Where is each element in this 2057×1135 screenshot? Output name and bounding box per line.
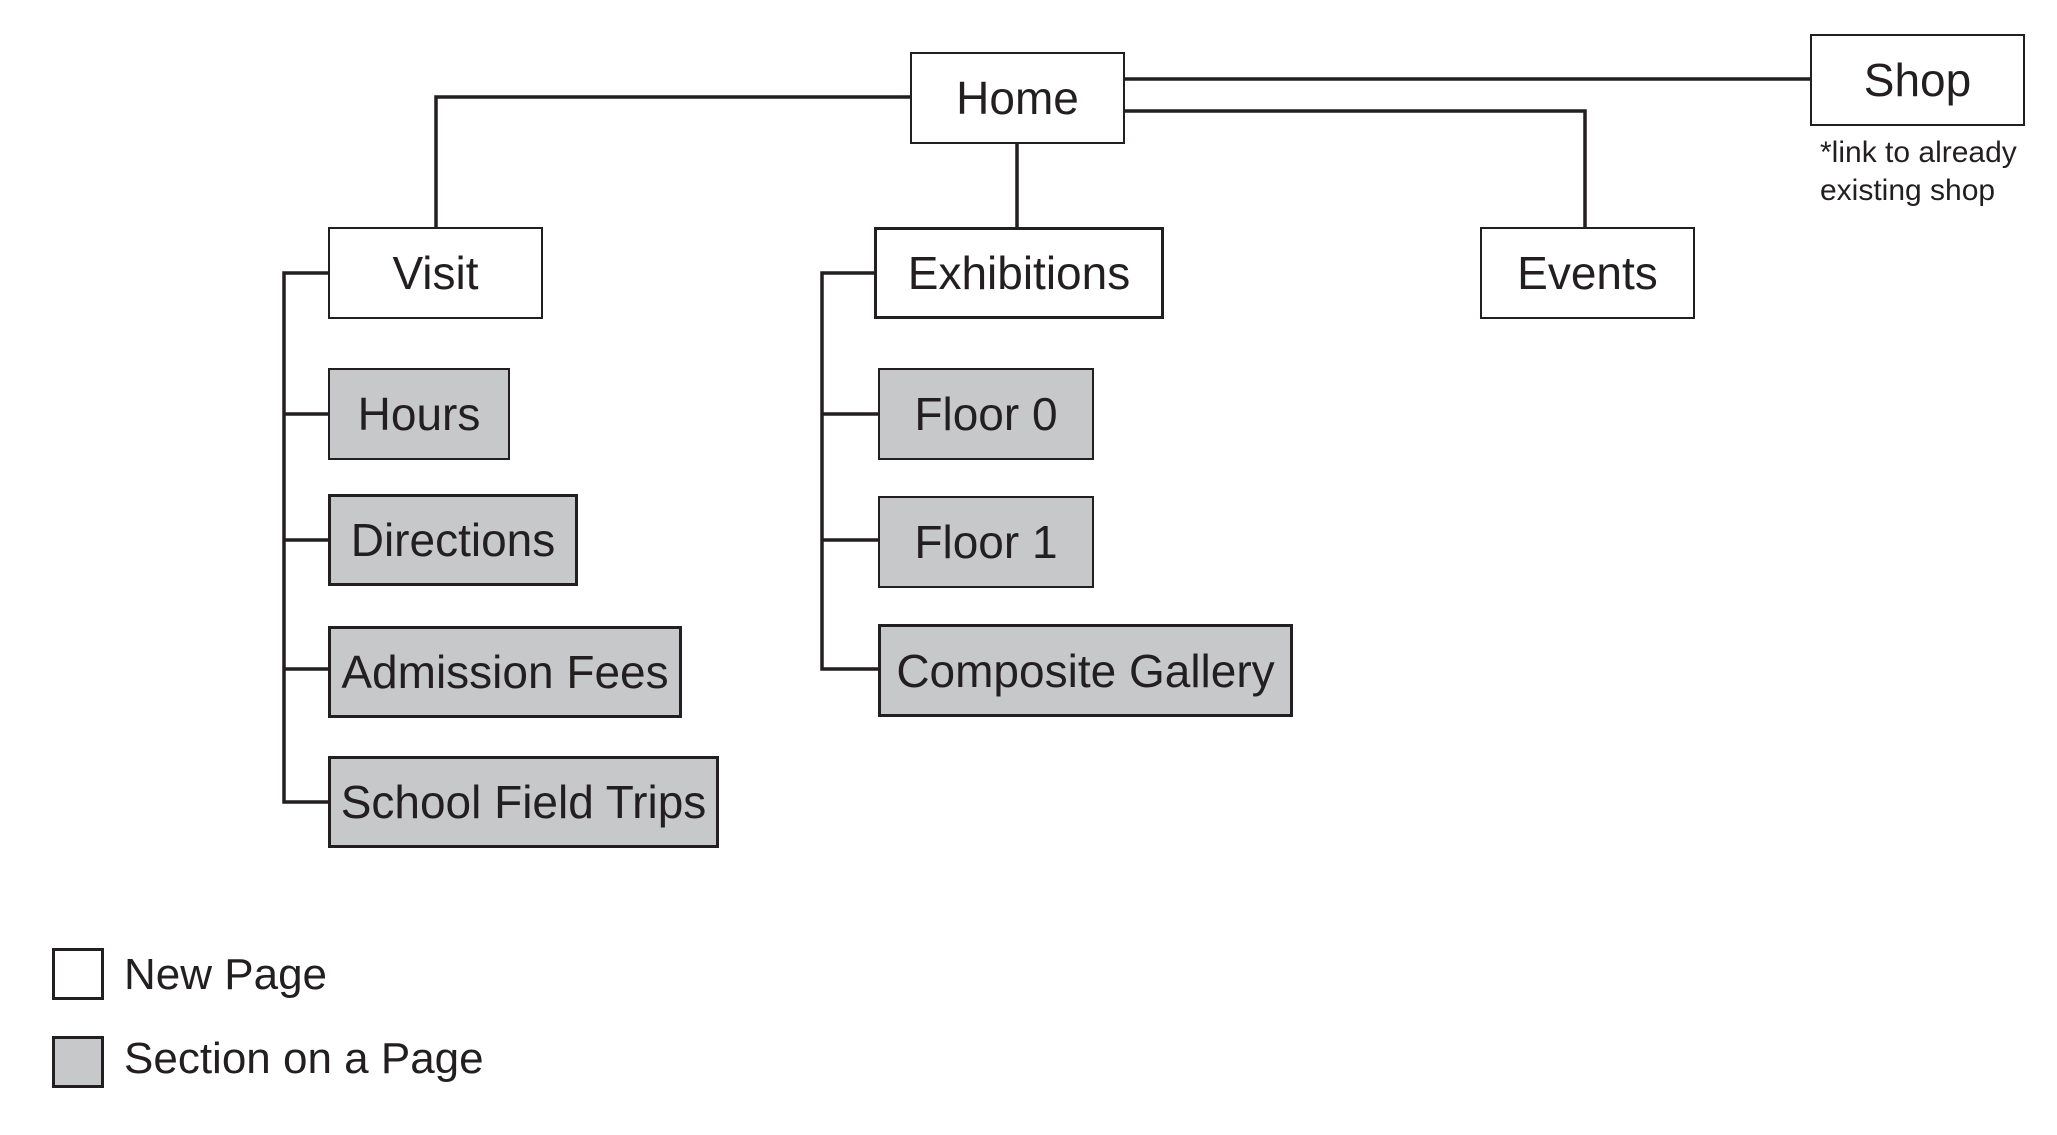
legend-swatch-new-page xyxy=(52,948,104,1000)
node-home: Home xyxy=(910,52,1125,144)
connector-visit-spine xyxy=(282,271,328,804)
node-floor-0: Floor 0 xyxy=(878,368,1094,460)
shop-note-line-2: existing shop xyxy=(1820,174,1996,207)
connector-exhibitions-spine xyxy=(820,271,878,671)
shop-note-line-1: *link to already xyxy=(1820,136,2017,169)
node-floor-1: Floor 1 xyxy=(878,496,1094,588)
legend-swatch-section xyxy=(52,1036,104,1088)
node-school-field-trips: School Field Trips xyxy=(328,756,719,848)
connector-home-visit xyxy=(434,95,910,227)
shop-note: *link to already existing shop xyxy=(1820,134,2017,210)
legend-label-section: Section on a Page xyxy=(124,1034,484,1083)
legend-label-new-page: New Page xyxy=(124,950,328,999)
node-exhibitions: Exhibitions xyxy=(874,227,1164,319)
node-hours: Hours xyxy=(328,368,510,460)
node-composite-gallery: Composite Gallery xyxy=(878,624,1293,717)
node-shop: Shop xyxy=(1810,34,2025,126)
node-admission-fees: Admission Fees xyxy=(328,626,682,718)
connector-home-events xyxy=(1125,109,1587,227)
node-events: Events xyxy=(1480,227,1695,319)
node-directions: Directions xyxy=(328,494,578,586)
node-visit: Visit xyxy=(328,227,543,319)
